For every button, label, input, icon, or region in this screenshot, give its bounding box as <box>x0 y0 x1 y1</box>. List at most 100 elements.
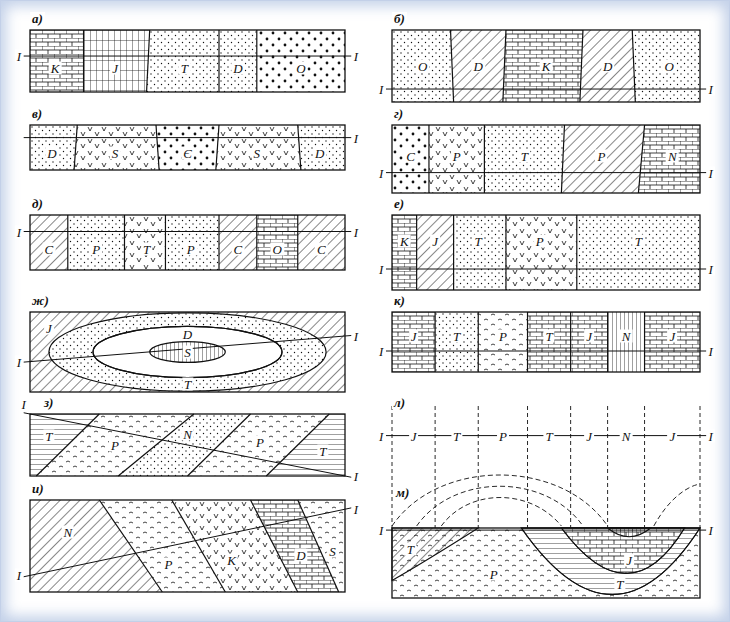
rock-ellipse <box>49 313 326 391</box>
panel-border <box>30 125 345 170</box>
map-label: K <box>225 553 238 566</box>
contact-line <box>218 30 219 92</box>
fold-layer <box>521 528 700 595</box>
map-label: T <box>141 243 152 256</box>
panel-border <box>30 500 345 592</box>
contact-line <box>632 30 635 102</box>
rock-strip <box>454 215 506 290</box>
map-label: J <box>624 553 634 566</box>
map-panel: д)ICPTPCOCI <box>30 197 345 270</box>
map-panel: а)IKJTDOI <box>30 12 345 92</box>
contact-line <box>298 500 339 592</box>
projection-line <box>607 406 608 528</box>
fold-layer <box>561 528 684 574</box>
rock-strip <box>266 414 345 476</box>
fold-layer <box>608 528 651 537</box>
section-line <box>24 231 352 232</box>
map-panel-art <box>24 30 352 92</box>
rock-strip <box>125 215 166 270</box>
panel-ground <box>392 30 700 102</box>
rock-strip <box>608 312 645 372</box>
map-label: I <box>707 263 715 276</box>
rock-strip <box>571 312 608 372</box>
contact-line <box>165 215 166 270</box>
map-label: C <box>404 149 417 162</box>
rock-strip <box>392 30 454 102</box>
map-panel: к)IJTPTJNJI <box>392 294 700 372</box>
map-label: O <box>416 60 429 73</box>
rock-strip <box>156 125 219 170</box>
contact-line <box>484 125 485 193</box>
panel-border <box>392 30 700 102</box>
contact-line <box>638 125 644 193</box>
rock-strip <box>30 30 84 92</box>
map-label: I <box>352 470 360 483</box>
map-label: P <box>185 243 197 256</box>
map-panel-art <box>386 125 706 193</box>
eroded-layer-line <box>654 484 700 526</box>
map-label: I <box>352 225 360 238</box>
map-label: D <box>294 549 307 562</box>
fold-layer <box>392 528 478 581</box>
fold-layer <box>521 528 700 595</box>
map-label: I <box>20 398 28 411</box>
rock-strip <box>219 215 257 270</box>
map-panel: б)IODKDOI <box>392 12 700 102</box>
map-panel-art <box>24 215 352 270</box>
map-label: C <box>315 243 328 256</box>
projection-line <box>392 406 393 528</box>
map-label: T <box>317 445 328 458</box>
map-label: J <box>44 322 54 335</box>
rock-strip <box>30 215 68 270</box>
map-label: D <box>601 60 614 73</box>
rock-strip <box>298 125 345 170</box>
contact-line <box>256 215 257 270</box>
contact-line <box>576 215 577 290</box>
map-panel: е)IKJTPTI <box>392 197 700 290</box>
panel-ground <box>30 125 345 170</box>
contact-line <box>172 500 226 592</box>
map-panel-art <box>386 30 706 102</box>
contact-line <box>156 125 159 170</box>
rock-strip <box>30 125 77 170</box>
contact-line <box>644 312 645 372</box>
map-label: I <box>352 131 360 144</box>
rock-strip <box>577 215 700 290</box>
rock-strip <box>638 125 700 193</box>
projection-line <box>478 406 479 528</box>
panel-border <box>30 312 345 392</box>
map-label: I <box>707 524 715 537</box>
map-label: I <box>15 355 23 368</box>
map-label: J <box>409 330 419 343</box>
map-label: T <box>519 149 530 162</box>
eroded-layer-line <box>441 498 561 527</box>
map-label: J <box>584 429 594 442</box>
panel-border <box>392 125 700 193</box>
panel-ground <box>30 500 345 592</box>
rock-strip <box>435 312 478 372</box>
rock-texture <box>49 313 326 391</box>
map-label: S <box>252 146 263 159</box>
contact-line <box>147 30 150 92</box>
rock-strip <box>561 125 644 193</box>
map-label: I <box>707 345 715 358</box>
rock-strip <box>580 30 635 102</box>
contact-line <box>218 215 219 270</box>
projection-line <box>527 406 528 528</box>
contact-line <box>298 125 301 170</box>
panel-letter: к) <box>392 294 407 307</box>
rock-strip <box>392 312 435 372</box>
rock-strip <box>257 30 345 92</box>
contact-line <box>256 30 257 92</box>
map-panel: ж)IJDSTI <box>30 294 345 392</box>
map-label: I <box>707 429 715 442</box>
map-label: J <box>110 62 120 75</box>
rock-ellipse <box>93 326 282 377</box>
map-label: T <box>43 429 54 442</box>
map-label: C <box>43 243 56 256</box>
contact-line <box>416 215 417 290</box>
map-label: P <box>451 149 463 162</box>
projection-line <box>435 406 436 528</box>
map-label: P <box>488 567 500 580</box>
rock-strip <box>74 125 159 170</box>
